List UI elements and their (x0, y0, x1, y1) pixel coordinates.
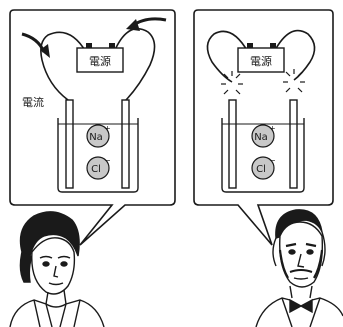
current-label: 電流 (22, 95, 44, 109)
neck (289, 285, 313, 299)
spark-left-icon (221, 71, 243, 95)
nose (297, 253, 305, 268)
terminal-right (270, 43, 276, 48)
svg-text:Na: Na (254, 132, 268, 143)
cl-ion: Cl − (251, 156, 276, 180)
shoulders (255, 297, 343, 327)
electrode-left (65, 99, 74, 189)
terminal-left (247, 43, 253, 48)
na-ion: Na + (251, 124, 276, 148)
collar (33, 299, 81, 327)
electrode-right (289, 99, 298, 189)
svg-text:−: − (269, 156, 276, 165)
power-source-box (237, 47, 285, 73)
arrow-head-left (40, 44, 50, 58)
mouth (48, 282, 64, 286)
eyebrows (285, 242, 317, 248)
na-ion: Na + (86, 124, 111, 148)
svg-text:Cl: Cl (256, 164, 266, 175)
right-wire (113, 27, 156, 101)
right-speech-bubble: 電源 Na + (193, 9, 334, 246)
mustache (289, 269, 313, 273)
electrode-left (228, 99, 237, 189)
hair-side (321, 231, 326, 267)
svg-text:−: − (104, 156, 111, 165)
beaker (221, 118, 305, 193)
coat-lapels (281, 297, 321, 327)
bubble-outline (9, 9, 176, 246)
eyebrow (57, 255, 71, 259)
hair (19, 211, 80, 258)
sideburn (313, 249, 324, 279)
eye (306, 249, 314, 255)
svg-text:Na: Na (89, 132, 103, 143)
mouth (293, 277, 309, 280)
hair-side (19, 251, 33, 283)
bubble-outline (193, 9, 334, 246)
sideburn (278, 249, 289, 279)
shoulders (9, 299, 105, 327)
arrow-head-right (126, 19, 140, 31)
power-source-label: 電源 (89, 54, 111, 68)
man-portrait (255, 209, 343, 327)
spark-right-icon (283, 69, 305, 93)
terminal-right (109, 43, 115, 48)
power-source-label: 電源 (250, 54, 272, 68)
svg-text:Cl: Cl (91, 164, 101, 175)
terminal-left (86, 43, 92, 48)
left-wire (206, 30, 249, 83)
woman-portrait (9, 211, 105, 327)
svg-text:+: + (104, 124, 111, 133)
eye (288, 249, 296, 255)
beaker (57, 118, 139, 193)
electrode-right (121, 99, 130, 189)
cl-ion: Cl − (86, 156, 111, 180)
svg-text:+: + (269, 124, 276, 133)
neck (45, 289, 67, 305)
nose (53, 265, 59, 278)
eye (42, 261, 50, 267)
hair-side (272, 237, 277, 267)
eyebrow (39, 255, 53, 259)
face (31, 237, 76, 295)
eye (60, 261, 68, 267)
power-source-box (76, 47, 124, 73)
left-speech-bubble: 電源 電流 Na + Cl − (9, 9, 176, 246)
bow-tie (289, 298, 313, 314)
